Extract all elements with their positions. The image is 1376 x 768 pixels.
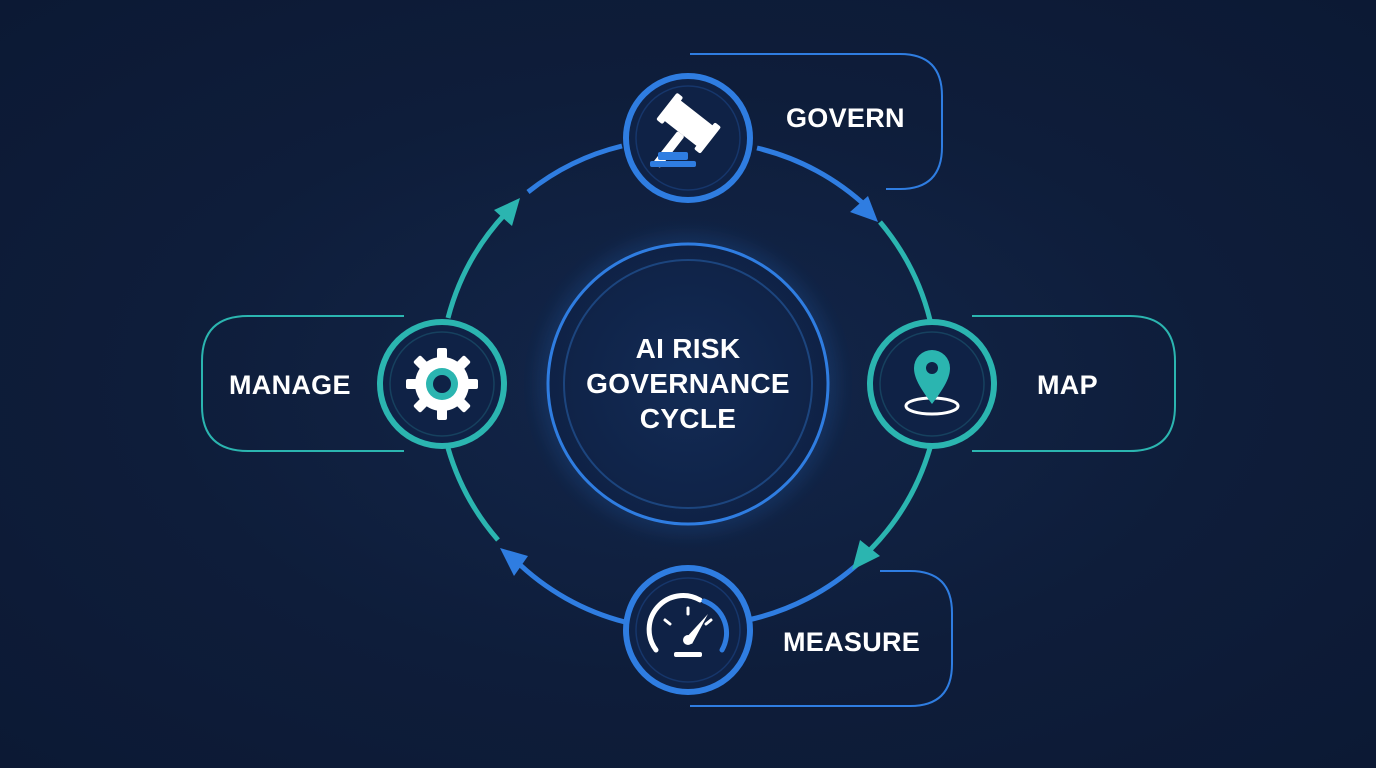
gavel-icon [650, 93, 721, 168]
center-title-line-1: AI RISK [636, 333, 741, 364]
manage-label: MANAGE [229, 370, 351, 400]
speedometer-icon [646, 593, 730, 657]
govern-label: GOVERN [786, 103, 905, 133]
measure-node[interactable] [623, 565, 753, 695]
govern-node[interactable] [623, 73, 753, 203]
cycle-arc-top-right [756, 145, 870, 210]
manage-box [201, 315, 404, 452]
cycle-arc-left-upper [445, 211, 508, 319]
arrow-to-map [850, 196, 878, 222]
cycle-arc-bottom-right [747, 560, 862, 623]
arrow-to-govern [494, 198, 520, 226]
manage-node[interactable] [377, 319, 507, 449]
map-box [972, 315, 1176, 452]
center-title-line-2: GOVERNANCE [586, 368, 790, 399]
measure-label: MEASURE [783, 627, 920, 657]
center-circle [546, 242, 830, 526]
center-title-line-3: CYCLE [640, 403, 736, 434]
cycle-arc-right-lower [868, 447, 933, 552]
cycle-arc-top-left [526, 143, 623, 194]
measure-box [690, 570, 953, 707]
map-node[interactable] [867, 319, 997, 449]
govern-box [690, 53, 943, 190]
cycle-arc-bottom-left [513, 558, 626, 625]
arrow-to-manage [500, 548, 528, 576]
map-pin-icon [904, 350, 960, 416]
gear-icon [406, 348, 478, 420]
map-label: MAP [1037, 370, 1098, 400]
cycle-arc-right-upper [878, 220, 933, 321]
cycle-arc-left-lower [445, 447, 500, 542]
arrow-to-measure [852, 540, 880, 570]
center-inner-ring [563, 259, 813, 509]
